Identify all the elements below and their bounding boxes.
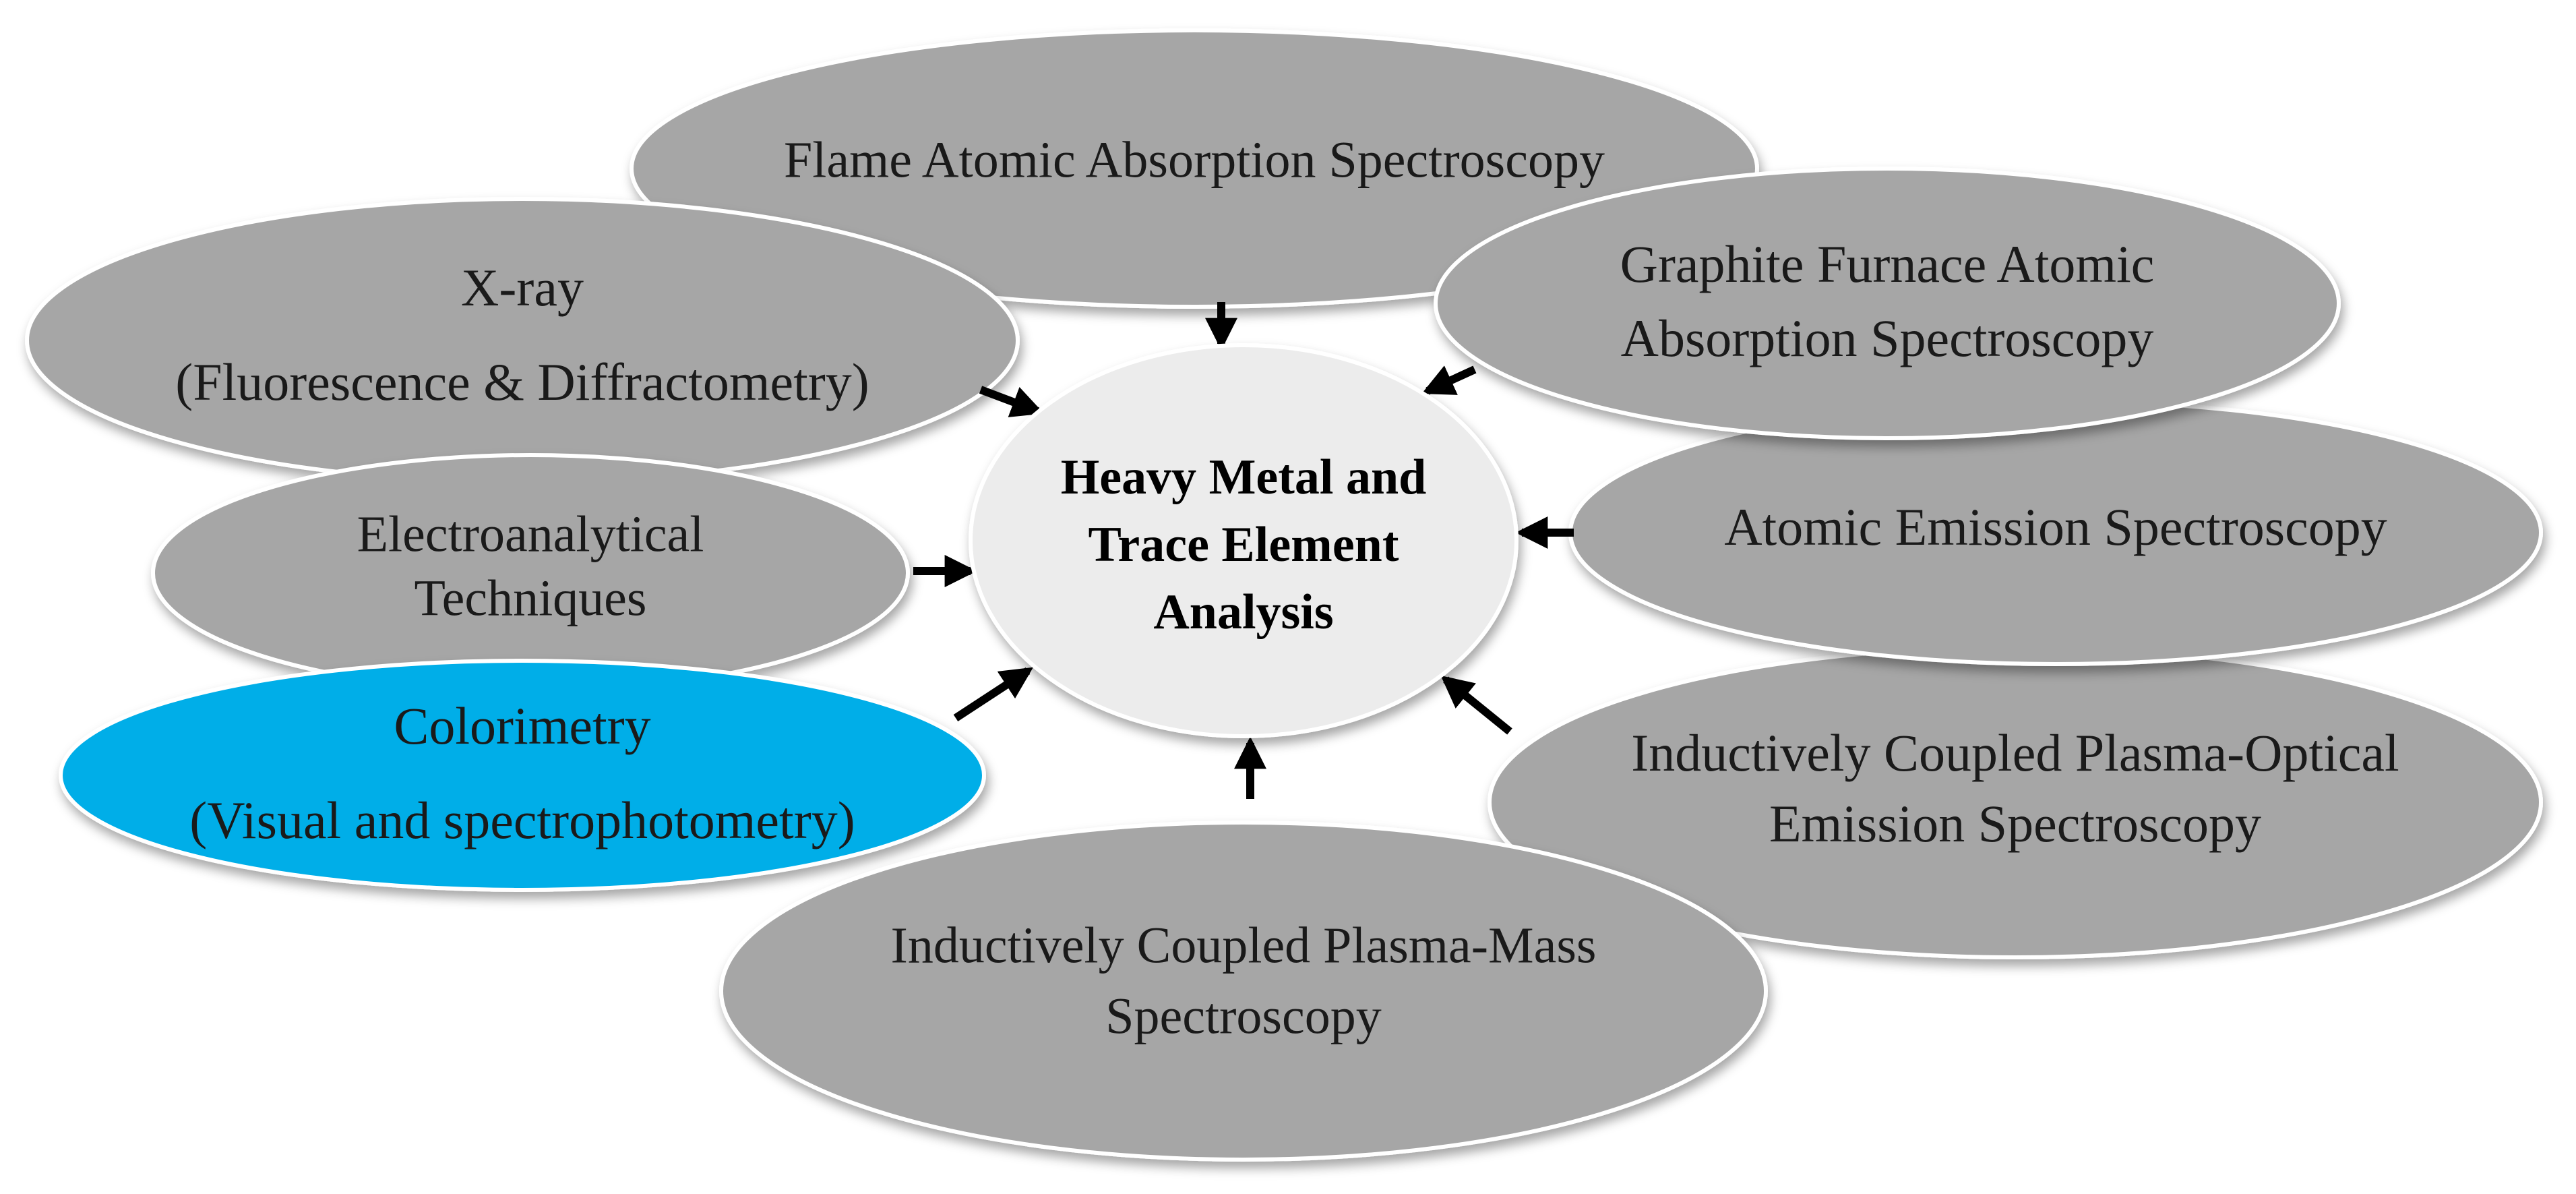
technique-ellipse-gfaas (1434, 167, 2341, 440)
technique-node-flame-aas: Flame Atomic Absorption Spectroscopy (630, 28, 1759, 309)
central-label-line-2: Trace Element (1088, 517, 1399, 572)
technique-ellipse-colorimetry (59, 659, 986, 892)
technique-ellipse-icp-ms (719, 820, 1768, 1162)
technique-label-colorimetry-line-2: (Visual and spectrophotometry) (189, 791, 855, 849)
technique-label-icp-oes-line-2: Emission Spectroscopy (1769, 794, 2261, 853)
technique-label-xray-line-2: (Fluorescence & Diffractometry) (175, 353, 869, 411)
technique-label-electroanalytical-line-1: Electroanalytical (357, 506, 704, 562)
technique-ellipse-xray (25, 197, 1020, 484)
arrow-colorimetry-to-center (953, 667, 1034, 722)
technique-label-icp-ms-line-2: Spectroscopy (1105, 988, 1381, 1044)
technique-label-icp-ms-line-1: Inductively Coupled Plasma-Mass (891, 917, 1597, 974)
arrow-xray-to-center (979, 386, 1044, 417)
technique-node-xray: X-ray (Fluorescence & Diffractometry) (25, 197, 1020, 484)
technique-node-aes: Atomic Emission Spectroscopy (1568, 399, 2543, 666)
technique-node-colorimetry: Colorimetry (Visual and spectrophotometry… (59, 659, 986, 892)
technique-label-xray-line-1: X-ray (461, 258, 584, 317)
technique-label-icp-oes-line-1: Inductively Coupled Plasma-Optical (1631, 723, 2399, 782)
technique-node-icp-oes: Inductively Coupled Plasma-OpticalEmissi… (1488, 645, 2543, 959)
arrow-icp-oes-to-center (1440, 675, 1512, 735)
technique-label-electroanalytical-line-2: Techniques (414, 570, 646, 626)
technique-label-gfaas-line-2: Absorption Spectroscopy (1621, 309, 2154, 367)
central-label-line-3: Analysis (1153, 585, 1333, 640)
technique-node-icp-ms: Inductively Coupled Plasma-MassSpectrosc… (719, 820, 1768, 1162)
central-label-line-1: Heavy Metal and (1061, 450, 1427, 505)
central-ellipse (969, 343, 1519, 738)
technique-ellipse-flame-aas (630, 28, 1759, 309)
technique-label-gfaas-line-1: Graphite Furnace Atomic (1620, 235, 2155, 293)
technique-label-colorimetry-line-1: Colorimetry (394, 696, 650, 755)
arrow-gfaas-to-center (1421, 365, 1477, 395)
technique-label-flame-aas-line-1: Flame Atomic Absorption Spectroscopy (784, 131, 1605, 188)
technique-label-aes-line-1: Atomic Emission Spectroscopy (1724, 498, 2387, 556)
